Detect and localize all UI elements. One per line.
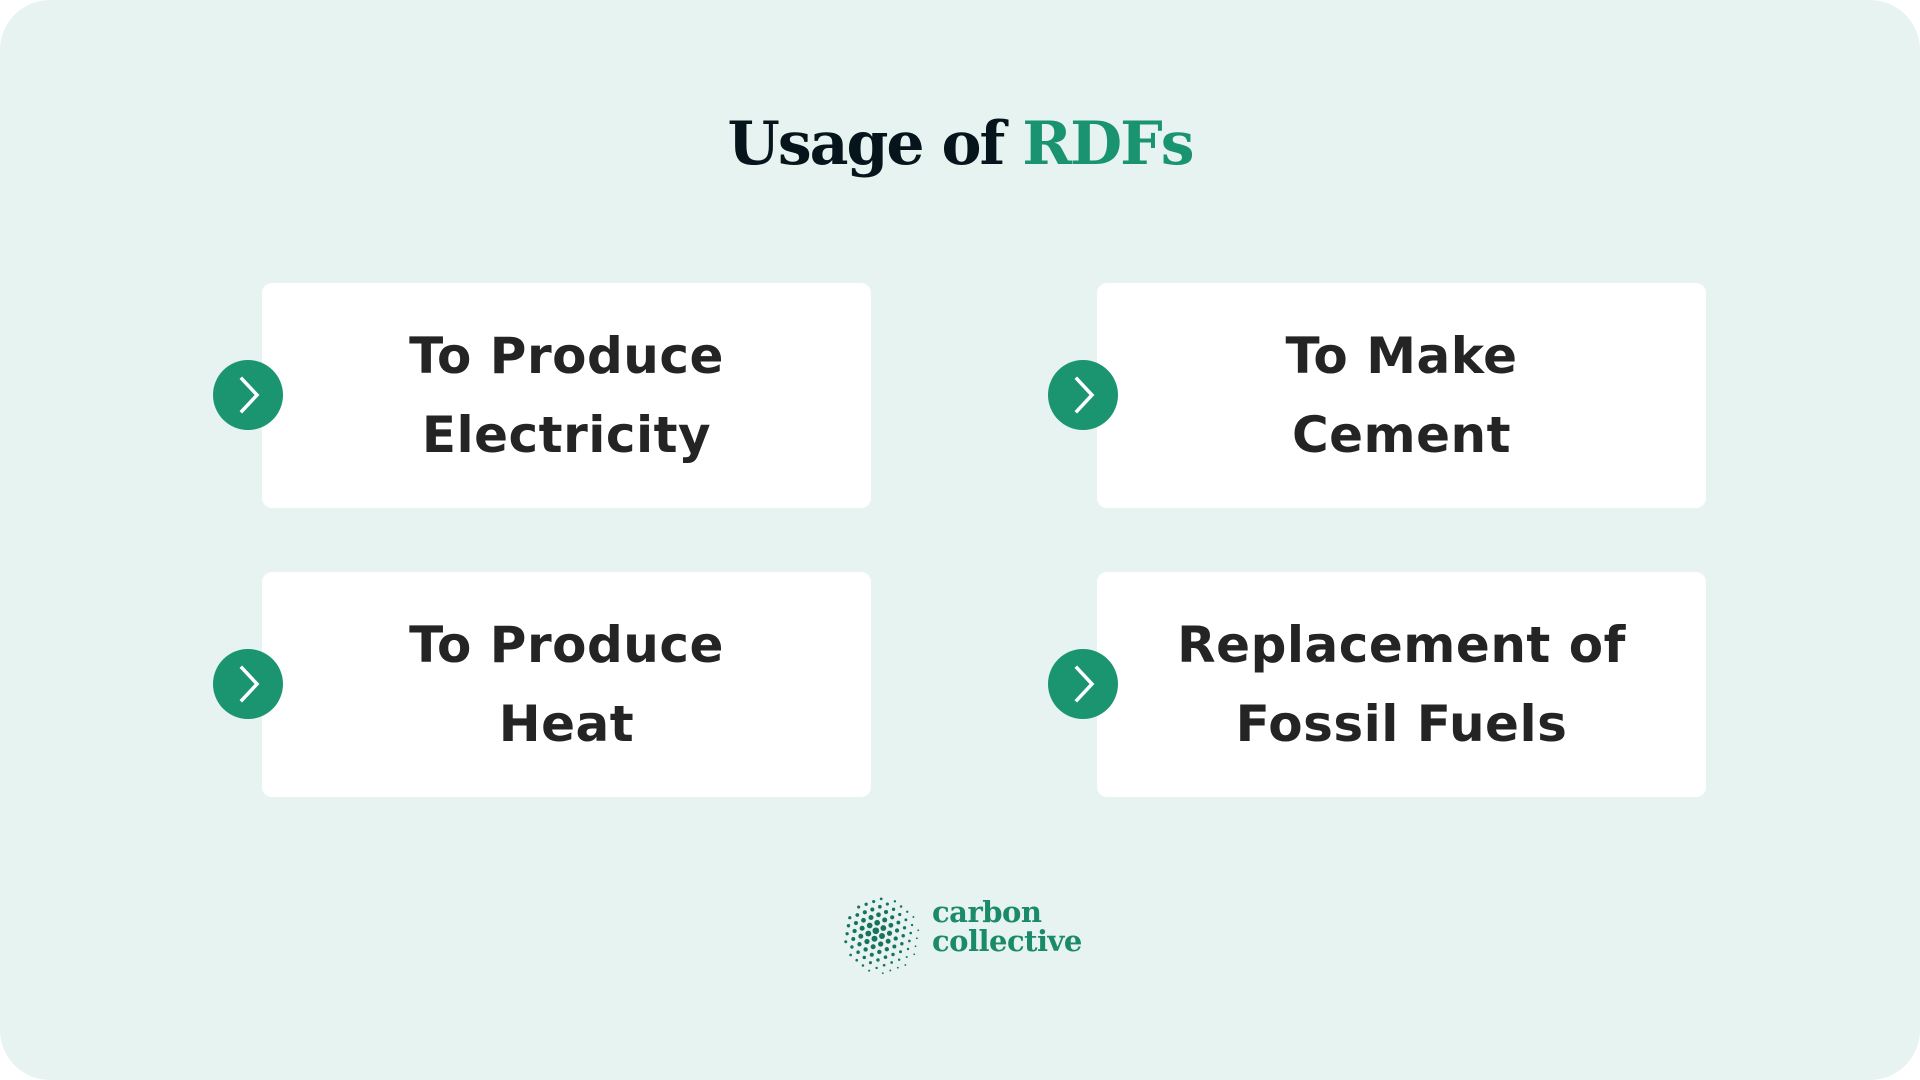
usage-card-electricity: To Produce Electricity (262, 283, 871, 508)
carbon-collective-logo: carbon collective (840, 894, 1090, 980)
usage-card-heat: To Produce Heat (262, 572, 871, 797)
chevron-right-icon (213, 360, 283, 430)
card-label: To Produce Heat (409, 615, 724, 753)
card-label: Replacement of Fossil Fuels (1177, 615, 1626, 753)
chevron-right-icon (1048, 649, 1118, 719)
usage-card-cement: To Make Cement (1097, 283, 1706, 508)
card-label: To Produce Electricity (409, 326, 724, 464)
logo-wordmark: carbon collective (932, 895, 1082, 958)
chevron-right-icon (1048, 360, 1118, 430)
card-label: To Make Cement (1285, 326, 1518, 464)
title-accent: RDFs (1022, 109, 1194, 179)
usage-card-fossil-fuels: Replacement of Fossil Fuels (1097, 572, 1706, 797)
chevron-right-icon (213, 649, 283, 719)
page-title: Usage of RDFs (0, 104, 1920, 184)
title-prefix: Usage of (727, 109, 1006, 179)
dotted-circle-logo-icon (844, 897, 920, 975)
